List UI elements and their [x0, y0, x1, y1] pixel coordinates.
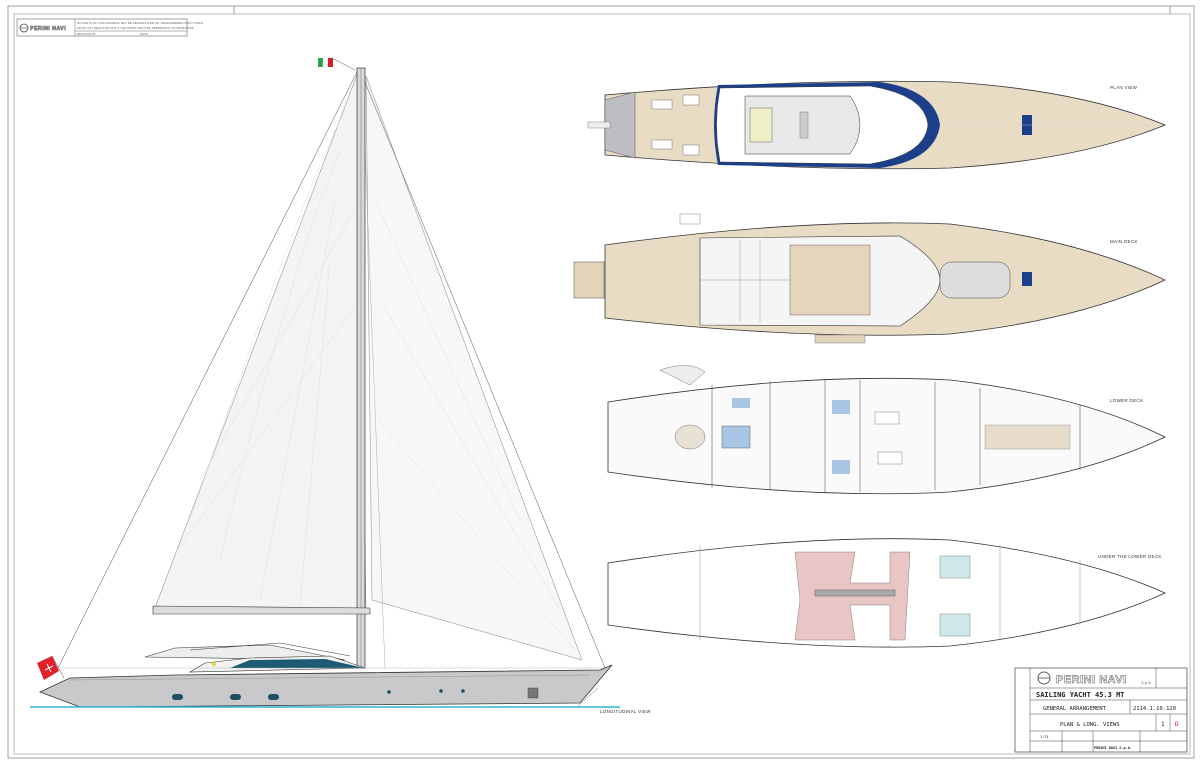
- deckhouse-windows: [230, 659, 364, 668]
- mainsail: [154, 71, 367, 613]
- hull-profile: [38, 664, 613, 708]
- longitudinal-view: LONGITUDINAL VIEW: [30, 57, 651, 714]
- label-main-deck: MAIN DECK: [1110, 239, 1138, 244]
- label-plan-view: PLAN VIEW: [1110, 85, 1138, 90]
- under-lower-deck-view: UNDER THE LOWER DECK: [607, 538, 1166, 648]
- drawing-frame: [7, 5, 1195, 759]
- project-name: SAILING YACHT 45.3 MT: [1036, 691, 1125, 699]
- title-brand: PERINI NAVI: [1056, 674, 1127, 686]
- revision-letter: D: [1175, 721, 1179, 728]
- header-date: DATE: [140, 32, 148, 36]
- sheet-number: 1: [1161, 721, 1165, 728]
- portholes: [172, 689, 465, 700]
- label-longitudinal-view: LONGITUDINAL VIEW: [600, 709, 651, 714]
- scale: 1:75: [1040, 735, 1048, 739]
- header-notice-2: OR BY ANY MEANS WITHOUT THE PRIOR WRITTE…: [77, 26, 194, 30]
- header-revision: REVISION 01: [77, 32, 96, 36]
- drawing-number: 2114.1.10.120: [1133, 706, 1176, 712]
- plan-view: PLAN VIEW: [587, 80, 1167, 170]
- forestay: [359, 69, 606, 669]
- flag-icon: [318, 58, 323, 67]
- main-deck-view: MAIN DECK: [573, 213, 1166, 344]
- drawing-title: GENERAL ARRANGEMENT: [1043, 706, 1107, 712]
- company-name: PERINI NAVI S.p.A.: [1094, 746, 1132, 750]
- header-notice-1: NO PARTS OF THIS DRAWING MAY BE REPRODUC…: [77, 21, 203, 25]
- lower-deck-view: LOWER DECK: [607, 365, 1166, 495]
- drawing-subtitle: PLAN & LONG. VIEWS: [1060, 722, 1120, 728]
- label-under-lower-deck: UNDER THE LOWER DECK: [1098, 554, 1162, 559]
- boom: [152, 605, 371, 615]
- backstay: [57, 69, 359, 669]
- header-brand: PERINI NAVI: [30, 26, 66, 32]
- title-brand-suffix: S.p.A.: [1141, 680, 1152, 685]
- headsail: [365, 75, 583, 661]
- header-block: PERINI NAVI NO PARTS OF THIS DRAWING MAY…: [16, 18, 203, 37]
- title-block: PERINI NAVI S.p.A. SAILING YACHT 45.3 MT…: [1014, 667, 1188, 753]
- label-lower-deck: LOWER DECK: [1110, 398, 1143, 403]
